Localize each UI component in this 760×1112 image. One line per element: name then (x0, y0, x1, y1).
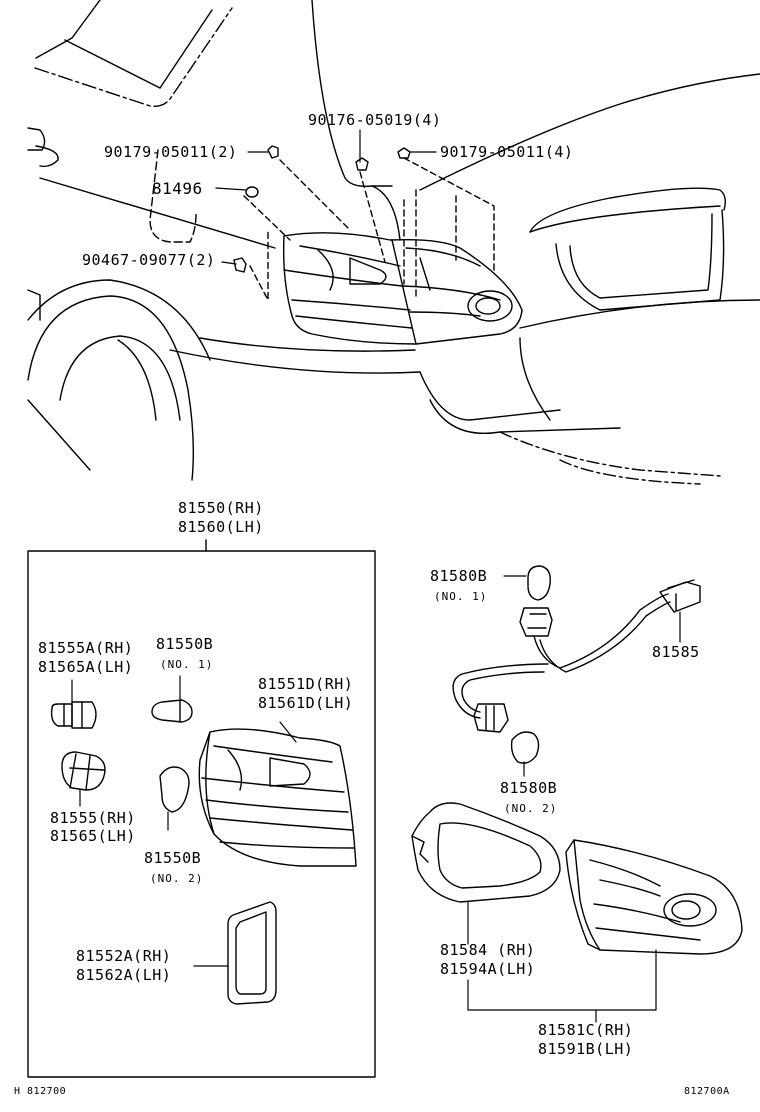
label-lamp-rh: 81550(RH) (178, 499, 264, 517)
label-socket-lh: 81565(LH) (50, 827, 136, 845)
bulb-81580b-no2-icon (510, 731, 540, 777)
label-81496: 81496 (152, 179, 203, 198)
label-inner-gasket-rh: 81584 (RH) (440, 941, 536, 959)
footer-left-code: H 812700 (14, 1086, 67, 1097)
mounting-guide-lines (243, 157, 495, 301)
fastener-icons (233, 145, 411, 273)
label-90176-05019: 90176-05019(4) (308, 111, 442, 129)
label-90179-05011-4: 90179-05011(4) (440, 143, 574, 161)
label-90179-05011-2: 90179-05011(2) (104, 143, 238, 161)
gasket-81552a-icon (193, 901, 277, 1005)
leader-lines-top (215, 129, 437, 265)
label-inner-bulb2: 81580B (500, 779, 558, 797)
assembly-box (27, 539, 376, 1078)
label-lens-lh: 81561D(LH) (258, 694, 354, 712)
label-socket-a-lh: 81565A(LH) (38, 658, 134, 676)
bulb-81550b-no2-icon (159, 766, 190, 831)
lens-81551d-icon (198, 721, 357, 867)
label-bulb-b1: 81550B (156, 635, 214, 653)
label-gasket-rh: 81552A(RH) (76, 947, 172, 965)
label-inner-lamp-lh: 81591B(LH) (538, 1040, 634, 1058)
label-inner-bulb2-note: (NO. 2) (504, 802, 558, 815)
label-gasket-lh: 81562A(LH) (76, 966, 172, 984)
label-90467-09077: 90467-09077(2) (82, 251, 216, 269)
bulb-81580b-no1-icon (503, 565, 551, 601)
label-inner-bulb1-note: (NO. 1) (434, 590, 488, 603)
wire-harness-81585-icon (452, 579, 701, 733)
label-socket-a-rh: 81555A(RH) (38, 639, 134, 657)
label-inner-bulb1: 81580B (430, 567, 488, 585)
socket-81555a-icon (50, 679, 97, 729)
label-wire: 81585 (652, 643, 700, 661)
socket-81555-icon (61, 751, 106, 807)
label-lens-rh: 81551D(RH) (258, 675, 354, 693)
label-inner-gasket-lh: 81594A(LH) (440, 960, 536, 978)
label-bulb-b2-note: (NO. 2) (150, 872, 204, 885)
label-inner-lamp-rh: 81581C(RH) (538, 1021, 634, 1039)
vehicle-body-outline (27, 0, 760, 485)
bulb-81550b-no1-icon (151, 675, 193, 723)
label-bulb-b2: 81550B (144, 849, 202, 867)
label-lamp-lh: 81560(LH) (178, 518, 264, 536)
inner-gasket-81584-icon (411, 802, 561, 945)
footer-right-code: 812700A (684, 1086, 730, 1097)
tail-lamp-on-vehicle (282, 232, 523, 345)
inner-lamp-81581c-icon (467, 839, 743, 1023)
label-bulb-b1-note: (NO. 1) (160, 658, 214, 671)
label-socket-rh: 81555(RH) (50, 809, 136, 827)
